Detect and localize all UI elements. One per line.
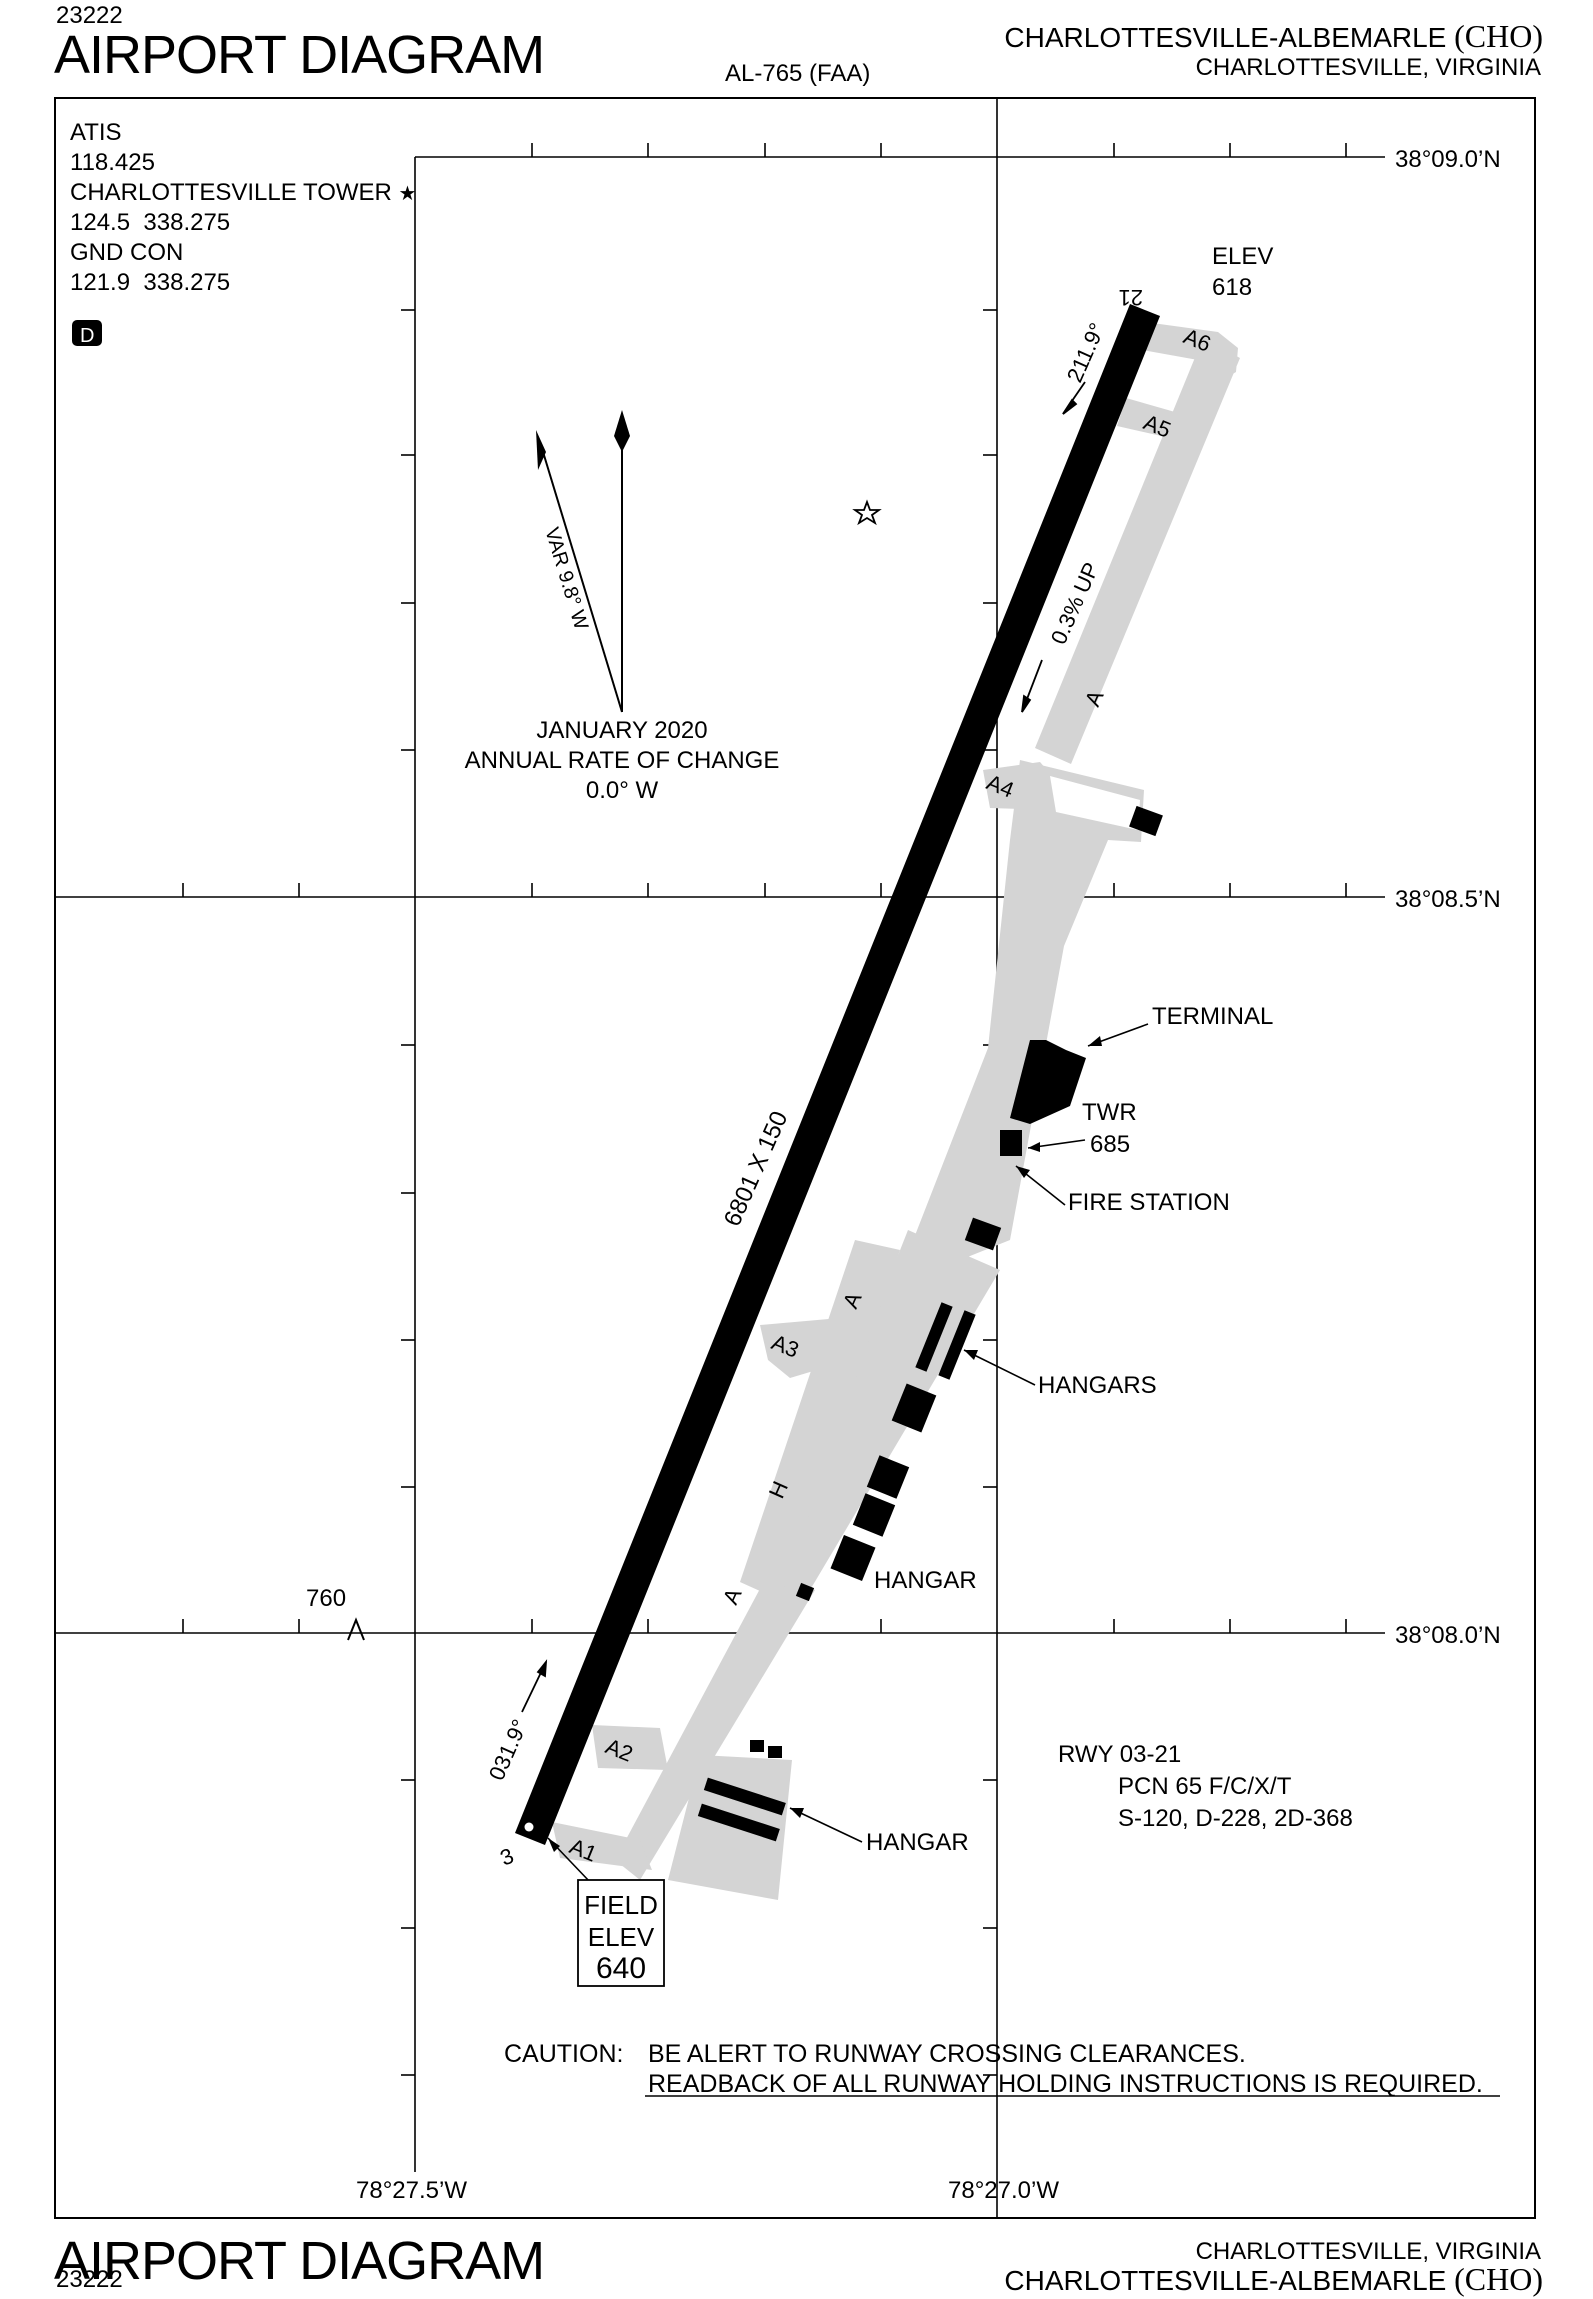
taxiway-a-lower xyxy=(615,1570,815,1880)
runway-end-3: 3 xyxy=(497,1843,518,1871)
apron xyxy=(914,760,1144,1260)
taxiway-a3 xyxy=(760,1318,850,1378)
location-bottom: CHARLOTTESVILLE, VIRGINIA xyxy=(1195,2238,1541,2265)
field-elevation-box xyxy=(577,1879,665,1987)
hangar-small xyxy=(795,1582,815,1602)
elev-21-label: ELEV xyxy=(1212,243,1273,270)
obstacle-icon xyxy=(347,1617,365,1641)
apron-cutout xyxy=(1050,776,1140,830)
obstacle-elev-label: 760 xyxy=(306,1585,346,1612)
pcn-weights: S-120, D-228, 2D-368 xyxy=(1118,1805,1353,1832)
tower-frequency: 124.5 338.275 xyxy=(70,209,230,236)
taxiway-a-north xyxy=(1035,338,1240,764)
location-top: CHARLOTTESVILLE, VIRGINIA xyxy=(1195,54,1541,81)
page-title-top: AIRPORT DIAGRAM xyxy=(54,25,545,85)
buildings xyxy=(697,805,1163,1842)
datalink-badge xyxy=(72,320,102,346)
field-elev-line3: 640 xyxy=(596,1952,646,1985)
building-a4 xyxy=(1129,805,1163,837)
lat-label-bottom: 38°08.0’N xyxy=(1395,1622,1501,1649)
tower-building-label: TWR xyxy=(1082,1099,1137,1126)
annual-rate-value: 0.0° W xyxy=(586,777,659,804)
magnetic-variation xyxy=(536,410,630,713)
magvar-date: JANUARY 2020 xyxy=(536,717,707,744)
pcn-runway: RWY 03-21 xyxy=(1058,1741,1181,1768)
terminal-label: TERMINAL xyxy=(1152,1003,1273,1030)
ground-frequency: 121.9 338.275 xyxy=(70,269,230,296)
runway-threshold-marker xyxy=(524,1822,534,1832)
taxiway-a2 xyxy=(592,1725,668,1770)
runway-end-21: 21 xyxy=(1119,285,1143,310)
heading-21-arrow-icon xyxy=(1062,398,1078,415)
true-north-arrow-icon xyxy=(614,410,630,452)
hangar-block-2 xyxy=(866,1455,910,1499)
procedure-id: AL-765 (FAA) xyxy=(725,60,871,87)
heading-03-label: 031.9° xyxy=(484,1716,533,1785)
hangar-south-1 xyxy=(703,1777,786,1816)
caution-line2: READBACK OF ALL RUNWAY HOLDING INSTRUCTI… xyxy=(648,2070,1483,2098)
airport-beacon-icon xyxy=(852,499,882,526)
magnetic-north-line xyxy=(539,441,623,713)
elev-21-value: 618 xyxy=(1212,274,1252,301)
hangar-south-2 xyxy=(697,1803,780,1842)
atis-frequency: 118.425 xyxy=(70,149,155,176)
chart-frame xyxy=(54,97,1536,2219)
page-title-bottom: AIRPORT DIAGRAM xyxy=(54,2231,545,2291)
heading-03-arrow-icon xyxy=(536,1659,548,1678)
annual-rate-label: ANNUAL RATE OF CHANGE xyxy=(465,747,780,774)
leader-arrowheads xyxy=(548,1036,1102,1852)
hangar-block-1 xyxy=(891,1383,937,1433)
taxiway-system xyxy=(552,322,1240,1900)
field-elev-line1: FIELD xyxy=(584,1890,658,1920)
chart-number-bottom: 23222 xyxy=(56,2266,123,2293)
taxiway-a5 xyxy=(1117,398,1196,442)
chart-number-top: 23222 xyxy=(56,2,123,29)
hangar-south-label: HANGAR xyxy=(866,1829,969,1856)
taxiway-a1 xyxy=(552,1822,652,1870)
tower-label: CHARLOTTESVILLE TOWER ★ xyxy=(70,179,416,206)
airport-name: CHARLOTTESVILLE-ALBEMARLE xyxy=(1004,22,1447,53)
hangar-south-small-2 xyxy=(768,1746,782,1758)
lat-label-mid: 38°08.5’N xyxy=(1395,886,1501,913)
hangar-mid-label: HANGAR xyxy=(874,1567,977,1594)
var-label: VAR 9.8° W xyxy=(540,525,592,632)
datalink-badge-letter: D xyxy=(80,325,94,347)
airport-name: CHARLOTTESVILLE-ALBEMARLE xyxy=(1004,2265,1447,2296)
lat-label-top: 38°09.0’N xyxy=(1395,146,1501,173)
taxiway-h xyxy=(740,1240,900,1600)
hangars-label: HANGARS xyxy=(1038,1372,1157,1399)
fire-station-label: FIRE STATION xyxy=(1068,1189,1230,1216)
taxiway-a-lower-label: A xyxy=(718,1584,747,1608)
hangar-strip-1 xyxy=(915,1302,953,1372)
tower-star-icon: ★ xyxy=(399,183,417,205)
heading-arrows xyxy=(521,381,1086,1713)
airport-id: (CHO) xyxy=(1454,2261,1543,2297)
tower-building xyxy=(1000,1130,1022,1156)
hangar-south-small-1 xyxy=(750,1740,764,1752)
airport-id: (CHO) xyxy=(1454,18,1543,54)
magnetic-north-arrow-icon xyxy=(536,430,546,470)
taxiway-a6 xyxy=(1142,322,1238,378)
hangar-block-3 xyxy=(852,1493,896,1537)
airport-name-top: CHARLOTTESVILLE-ALBEMARLE (CHO) xyxy=(1004,18,1543,55)
pcn-value: PCN 65 F/C/X/T xyxy=(1118,1773,1292,1800)
ground-label: GND CON xyxy=(70,239,183,266)
caution-label: CAUTION: xyxy=(504,2040,623,2068)
hangar-block-4 xyxy=(830,1534,876,1582)
airport-name-bottom: CHARLOTTESVILLE-ALBEMARLE (CHO) xyxy=(1004,2261,1543,2298)
south-hangar-apron xyxy=(668,1755,792,1900)
fire-station-building xyxy=(964,1217,1002,1251)
atis-label: ATIS xyxy=(70,119,122,146)
caution-line1: BE ALERT TO RUNWAY CROSSING CLEARANCES. xyxy=(648,2040,1246,2068)
tower-elev-label: 685 xyxy=(1090,1131,1130,1158)
lon-label-right: 78°27.0’W xyxy=(948,2177,1059,2204)
runway-03-21 xyxy=(515,304,1160,1845)
terminal-building xyxy=(1010,1040,1086,1124)
slope-arrow-icon xyxy=(1021,694,1032,713)
lon-label-left: 78°27.5’W xyxy=(356,2177,467,2204)
field-elev-line2: ELEV xyxy=(588,1922,655,1952)
hangar-strip-2 xyxy=(938,1310,976,1380)
